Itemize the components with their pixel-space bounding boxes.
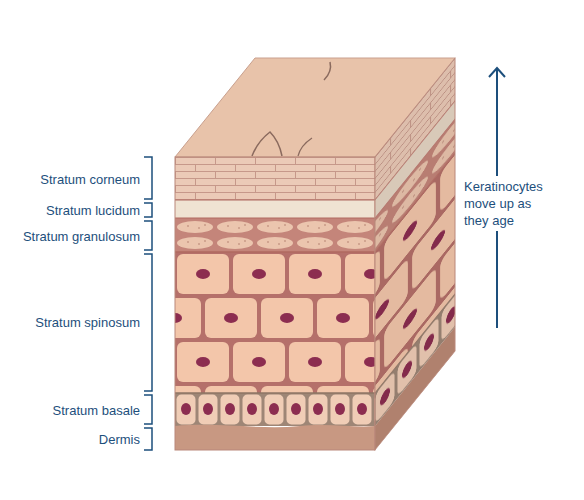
arrow-caption: Keratinocytes move up as they age [464,176,550,231]
layer-label: Stratum lucidum [46,202,140,219]
layer-label: Stratum basale [53,402,140,419]
layer-label: Stratum spinosum [35,314,140,331]
layer-label: Stratum granulosum [23,228,140,245]
layer-label: Stratum corneum [40,171,140,188]
layer-label: Dermis [99,431,140,448]
